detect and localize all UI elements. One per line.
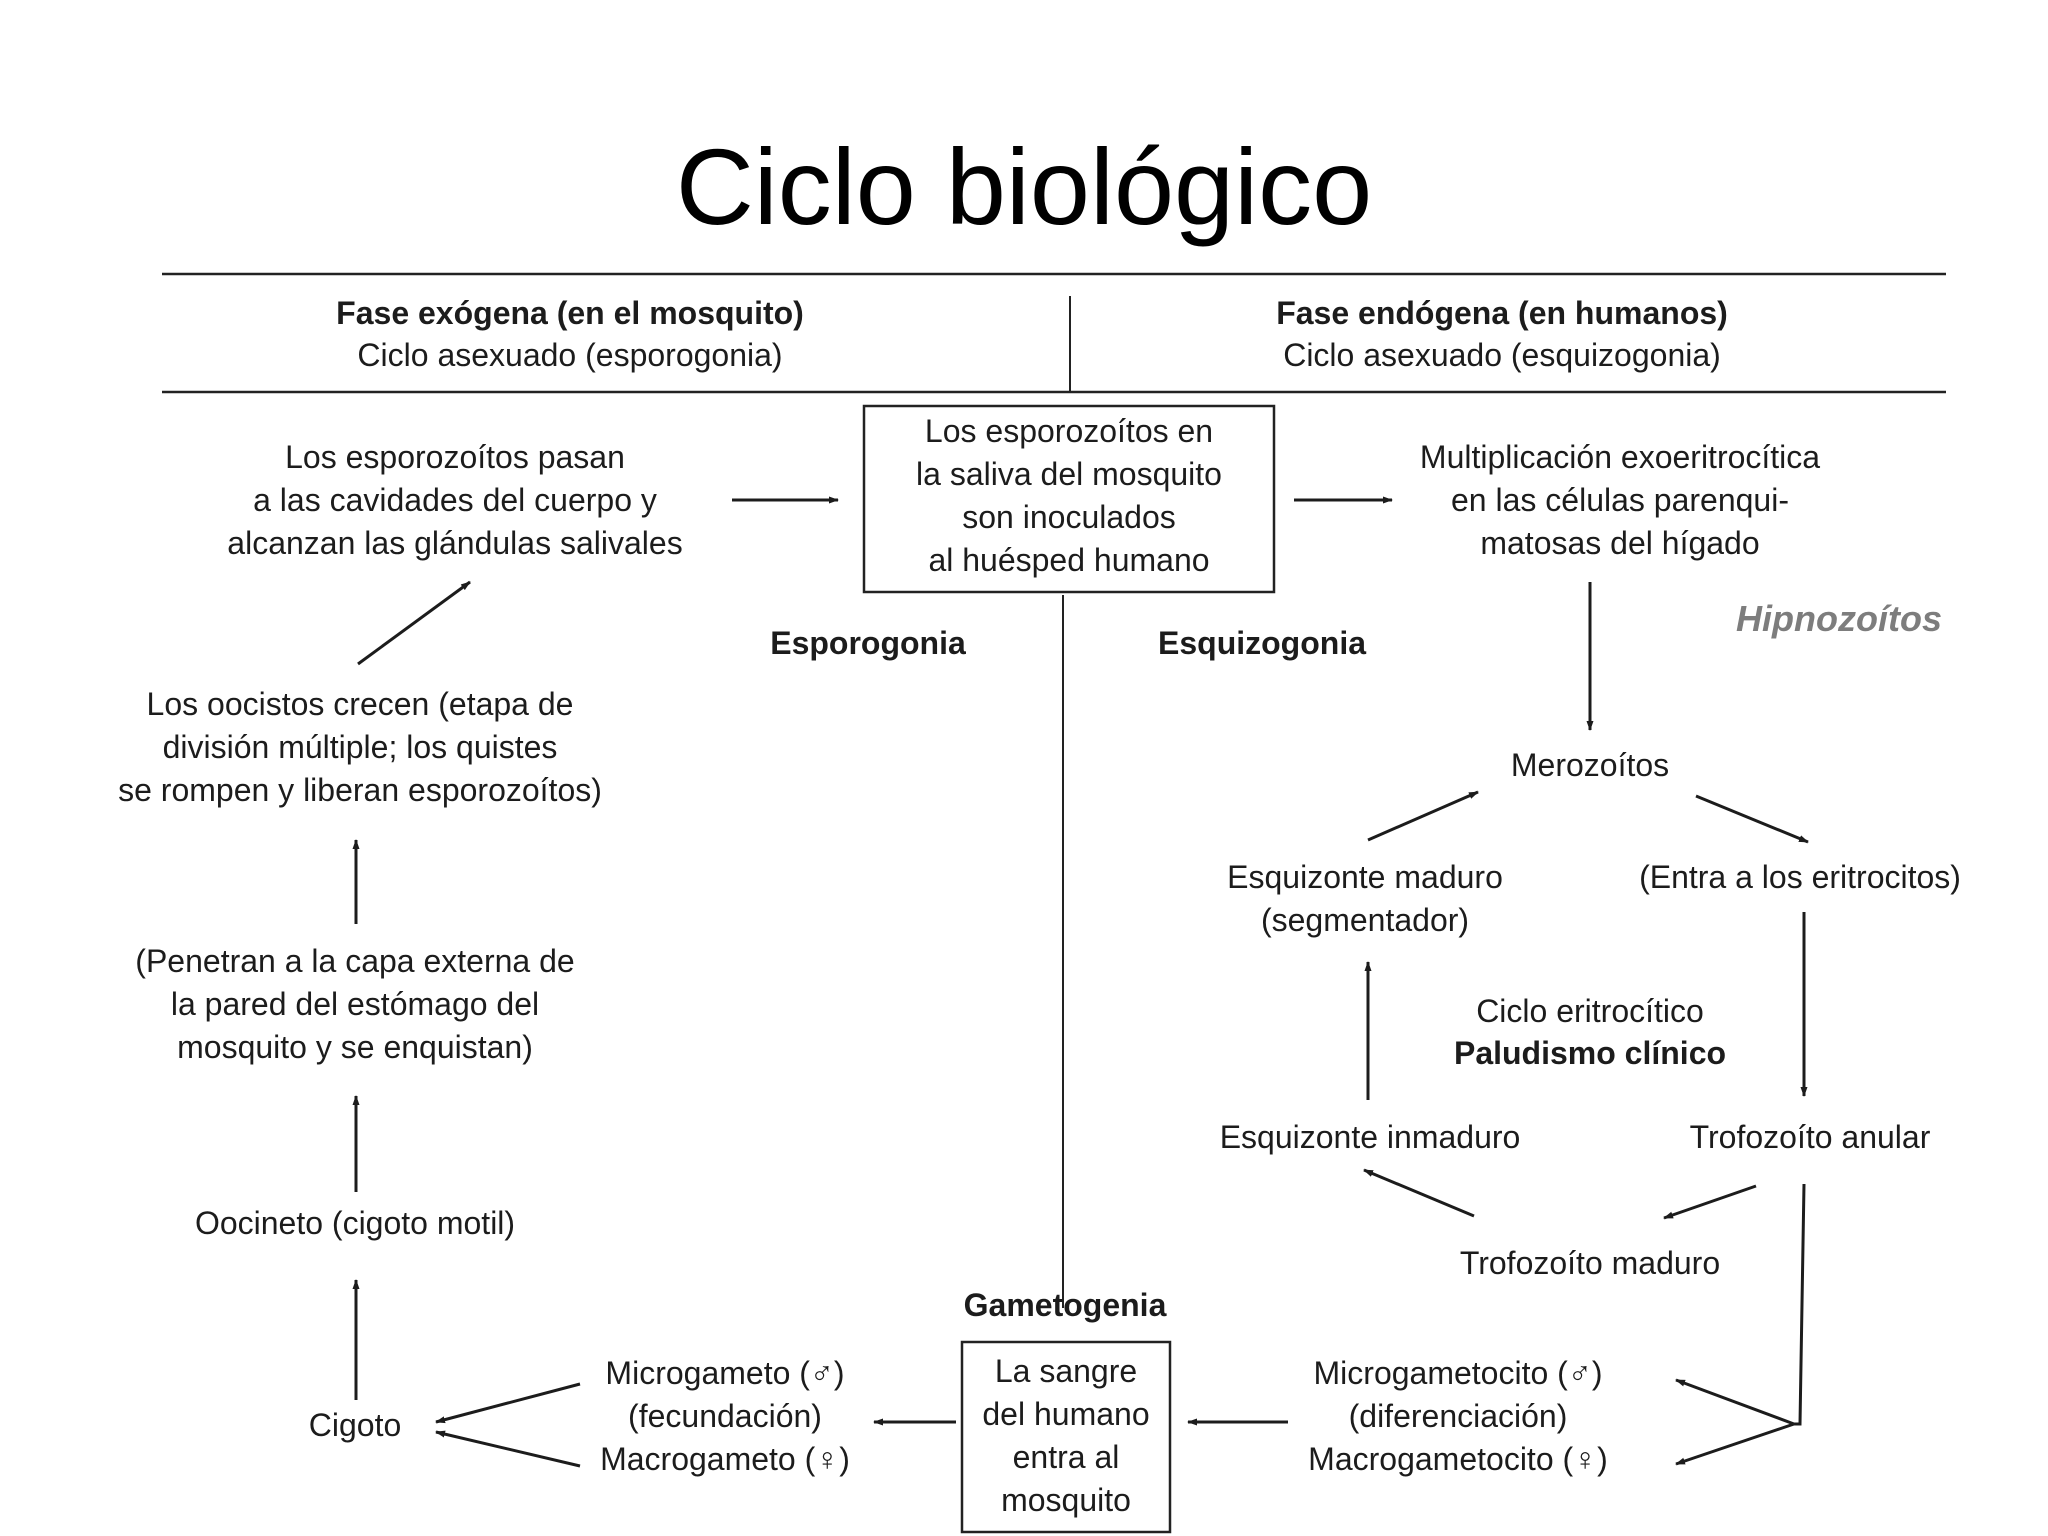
node-blood: La sangre del humano entra al mosquito xyxy=(982,1353,1150,1518)
endogenous-phase-title: Fase endógena (en humanos) xyxy=(1276,295,1728,331)
arrow-ring-to-macrogametocyte xyxy=(1675,1422,1795,1466)
node-exoerythrocytic: Multiplicación exoeritrocítica en las cé… xyxy=(1419,439,1821,561)
node-penetrate: (Penetran a la capa externa de la pared … xyxy=(135,943,575,1065)
endogenous-phase-subtitle: Ciclo asexuado (esquizogonia) xyxy=(1283,337,1721,373)
node-salivary: Los esporozoítos pasan a las cavidades d… xyxy=(227,439,683,561)
blood-box xyxy=(960,1340,1172,1534)
exogenous-phase-subtitle: Ciclo asexuado (esporogonia) xyxy=(357,337,783,373)
node-enter-erythrocytes: (Entra a los eritrocitos) xyxy=(1639,859,1961,895)
node-oocysts: Los oocistos crecen (etapa de división m… xyxy=(118,686,602,808)
node-hypnozoites: Hipnozoítos xyxy=(1736,598,1942,639)
node-gametocytes: Microgametocito (♂) (diferenciación) Mac… xyxy=(1308,1355,1608,1477)
page-title: Ciclo biológico xyxy=(675,126,1373,247)
label-esquizogonia: Esquizogonia xyxy=(1158,625,1366,661)
node-mature-schizont: Esquizonte maduro (segmentador) xyxy=(1227,859,1503,938)
trunk-ring-to-gametocytes xyxy=(1794,1183,1806,1426)
node-inoculation: Los esporozoítos en la saliva del mosqui… xyxy=(916,413,1222,578)
arrow-merozoites-to-erythrocytes xyxy=(1695,794,1809,844)
node-cycle-clinical: Paludismo clínico xyxy=(1453,1035,1727,1071)
arrow-ring-to-mature-trophozoite xyxy=(1663,1184,1757,1220)
label-gametogenia: Gametogenia xyxy=(963,1287,1167,1323)
label-esporogonia: Esporogonia xyxy=(770,625,966,661)
node-zygote: Cigoto xyxy=(308,1407,402,1443)
exogenous-phase-title: Fase exógena (en el mosquito) xyxy=(336,295,804,331)
arrow-microgamete-to-zygote xyxy=(435,1382,581,1424)
node-mature-trophozoite: Trofozoíto maduro xyxy=(1459,1245,1721,1281)
arrow-mature-trophozoite-to-immature xyxy=(1363,1168,1475,1218)
arrow-schizont-to-merozoites xyxy=(1367,790,1479,842)
node-cycle-name: Ciclo eritrocítico xyxy=(1476,993,1704,1029)
node-merozoites: Merozoítos xyxy=(1510,747,1670,783)
arrow-oocysts-to-salivary xyxy=(357,580,471,666)
node-ring-trophozoite: Trofozoíto anular xyxy=(1689,1119,1931,1155)
node-ookinete: Oocineto (cigoto motil) xyxy=(194,1205,516,1241)
inoculation-box xyxy=(862,404,1276,594)
arrow-ring-to-microgametocyte xyxy=(1675,1378,1795,1426)
node-immature-schizont: Esquizonte inmaduro xyxy=(1219,1119,1521,1155)
arrow-macrogamete-to-zygote xyxy=(435,1430,581,1468)
node-gametes: Microgameto (♂) (fecundación) Macrogamet… xyxy=(600,1355,850,1477)
